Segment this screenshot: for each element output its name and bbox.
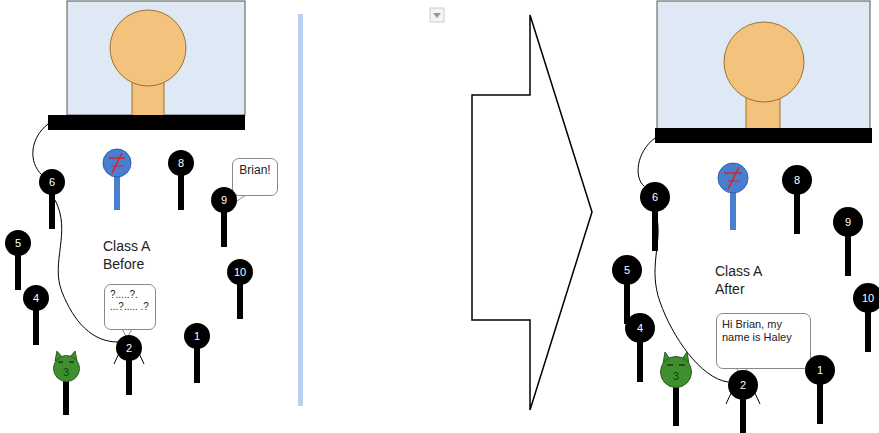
person-body (221, 211, 227, 247)
person-body (865, 312, 871, 352)
callout-number: 8 (794, 175, 800, 186)
person-head: 8 (168, 150, 194, 176)
person-head: 10 (853, 283, 879, 313)
person-body (33, 309, 39, 345)
person-head: 1 (184, 323, 210, 349)
callout-number: 3 (673, 371, 679, 382)
teacher-mark (724, 172, 742, 174)
teacher-head (103, 149, 131, 177)
callout-number: 6 (652, 192, 658, 203)
callout-number: 6 (49, 177, 55, 188)
teacher-mark (111, 166, 123, 167)
screen (67, 1, 245, 115)
speech-text: Hi Brian, my name is Haley (722, 318, 792, 343)
person-body (794, 194, 800, 234)
presenter-head (724, 22, 804, 102)
person-body (637, 342, 643, 382)
callout-number: 2 (126, 343, 132, 354)
callout-number: 1 (194, 331, 200, 342)
devil-eye (69, 361, 74, 363)
callout-number: 9 (221, 195, 227, 206)
teacher-body (730, 192, 736, 230)
panel-label: Class A Before (103, 237, 165, 273)
transition-arrow (472, 15, 592, 410)
person-body (194, 347, 200, 383)
devil-eye (679, 364, 685, 366)
person-head: 9 (833, 207, 863, 237)
speech-text: ?.....?. ...?..... .? (110, 289, 149, 312)
speech-bubble: Hi Brian, my name is Haley (716, 313, 811, 369)
person-head: 5 (612, 255, 642, 285)
person-body (845, 236, 851, 276)
teacher-mark (727, 181, 740, 182)
callout-number: 10 (234, 267, 246, 278)
callout-number: 5 (624, 265, 630, 276)
person-head: 10 (227, 259, 253, 285)
presenter-neck (132, 82, 164, 116)
callout-number: 4 (33, 293, 39, 304)
panel-label: Class A After (715, 262, 777, 298)
presenter-head (110, 10, 186, 86)
speech-bubble: ?.....?. ...?..... .? (104, 284, 156, 330)
callout-number: 8 (178, 158, 184, 169)
person-body (15, 254, 21, 290)
person-body (673, 386, 679, 426)
callout-number: 10 (862, 293, 874, 304)
callout-number: 4 (637, 323, 643, 334)
dropdown-arrow (433, 13, 441, 18)
devil-eye (58, 361, 63, 363)
person-head: 4 (625, 313, 655, 343)
devil-head: 3 (53, 355, 80, 382)
dropdown-icon (430, 8, 444, 22)
teacher-head (718, 163, 748, 193)
screen-bar (655, 128, 872, 143)
wire (33, 124, 48, 175)
person-body (740, 399, 746, 433)
person-body (126, 359, 132, 395)
callout-number: 1 (817, 365, 823, 376)
devil-eye (667, 364, 673, 366)
person-head: 2 (728, 370, 758, 400)
teacher-mark (728, 167, 739, 189)
person-head: 5 (5, 230, 31, 256)
screen-bar (48, 115, 245, 130)
callout-number: 3 (63, 367, 69, 378)
teacher-mark (109, 157, 125, 159)
person-body (178, 174, 184, 210)
callout-number: 5 (15, 238, 21, 249)
speech-bubble: Brian! (232, 158, 278, 196)
person-head: 2 (116, 335, 142, 361)
divider-line (298, 14, 303, 406)
callout-number: 2 (740, 380, 746, 391)
person-head: 6 (39, 169, 65, 195)
devil-head: 3 (660, 356, 692, 388)
person-head: 1 (805, 355, 835, 385)
teacher-mark (112, 153, 122, 173)
person-head: 6 (640, 182, 670, 212)
person-head: 4 (23, 285, 49, 311)
screen (657, 1, 870, 129)
wire (638, 138, 655, 186)
person-head: 9 (211, 187, 237, 213)
person-body (63, 379, 69, 415)
person-body (49, 193, 55, 229)
person-head: 8 (782, 165, 812, 195)
person-body (652, 211, 658, 251)
callout-number: 9 (845, 217, 851, 228)
teacher-body (114, 176, 120, 210)
speech-text: Brian! (239, 163, 270, 177)
person-body (817, 384, 823, 424)
person-body (237, 283, 243, 319)
